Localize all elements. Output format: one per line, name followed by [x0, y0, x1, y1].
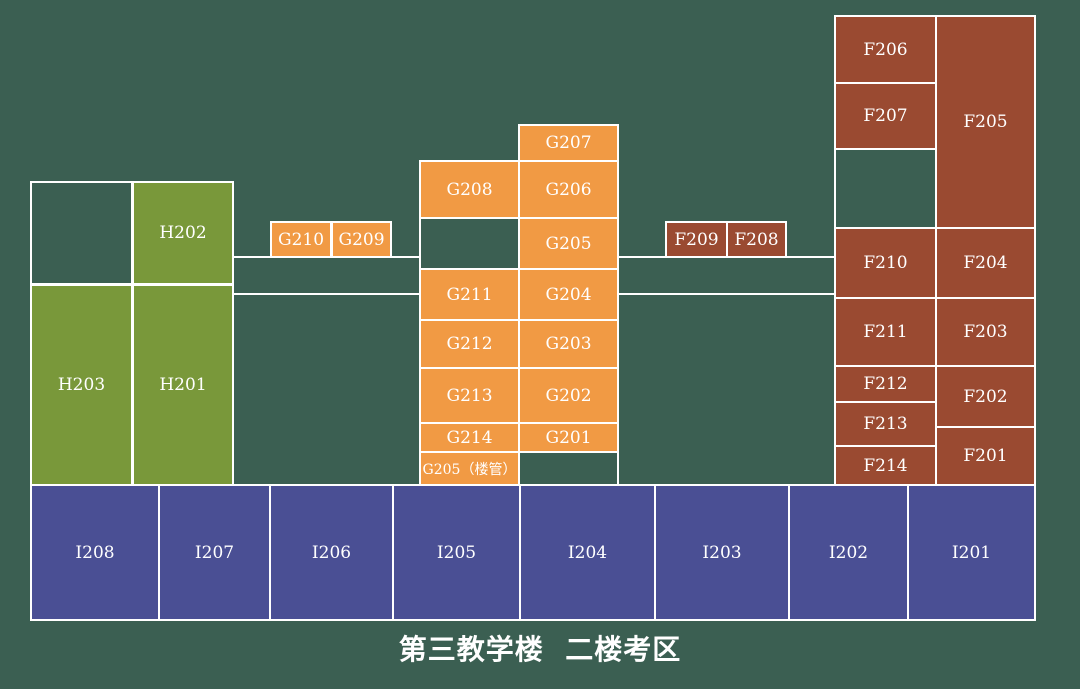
room-g-empty-2 — [518, 451, 619, 486]
room-g211: G211 — [419, 268, 520, 321]
room-i204: I204 — [519, 484, 656, 621]
room-g205: G205 — [518, 217, 619, 270]
corridor-g-f — [618, 256, 836, 295]
room-g209: G209 — [331, 221, 392, 258]
room-f205: F205 — [935, 15, 1036, 229]
room-f209: F209 — [665, 221, 728, 258]
room-f210: F210 — [834, 227, 937, 299]
room-g203: G203 — [518, 319, 619, 369]
floor-title: 第三教学楼 二楼考区 — [398, 633, 682, 666]
room-i208: I208 — [30, 484, 160, 621]
room-f204: F204 — [935, 227, 1036, 299]
room-f203: F203 — [935, 297, 1036, 367]
room-i207: I207 — [158, 484, 271, 621]
room-f201: F201 — [935, 426, 1036, 486]
room-i203: I203 — [654, 484, 790, 621]
room-f213: F213 — [834, 401, 937, 447]
room-h201: H201 — [132, 284, 234, 486]
room-g212: G212 — [419, 319, 520, 369]
room-f-empty — [834, 148, 937, 229]
room-g213: G213 — [419, 367, 520, 424]
room-i206: I206 — [269, 484, 394, 621]
room-g-empty — [419, 217, 520, 270]
room-f208: F208 — [726, 221, 787, 258]
room-f214: F214 — [834, 445, 937, 486]
room-g207: G207 — [518, 124, 619, 162]
corridor-h-g — [233, 256, 421, 295]
room-f206: F206 — [834, 15, 937, 84]
room-g208: G208 — [419, 160, 520, 219]
room-g214: G214 — [419, 422, 520, 453]
room-f211: F211 — [834, 297, 937, 367]
room-g204: G204 — [518, 268, 619, 321]
room-i202: I202 — [788, 484, 909, 621]
room-g202: G202 — [518, 367, 619, 424]
room-h-empty — [30, 181, 133, 285]
room-g210: G210 — [270, 221, 332, 258]
room-g205-building-manager: G205（楼管） — [419, 451, 520, 486]
room-g201: G201 — [518, 422, 619, 453]
room-g206: G206 — [518, 160, 619, 219]
room-h202: H202 — [132, 181, 234, 285]
room-i205: I205 — [392, 484, 521, 621]
room-f202: F202 — [935, 365, 1036, 428]
room-i201: I201 — [907, 484, 1036, 621]
room-h203: H203 — [30, 284, 133, 486]
room-f212: F212 — [834, 365, 937, 403]
room-f207: F207 — [834, 82, 937, 150]
